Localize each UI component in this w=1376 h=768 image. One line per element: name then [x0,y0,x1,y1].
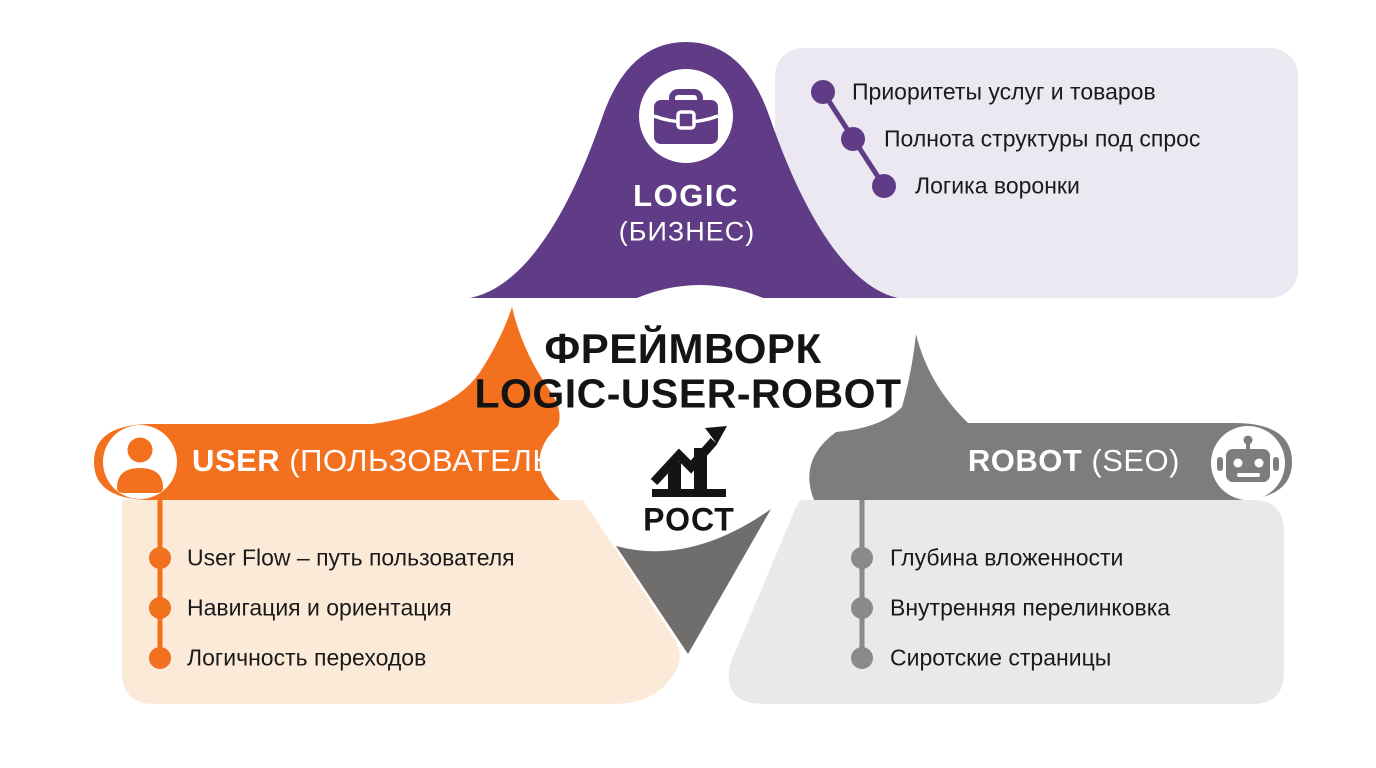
logic-label: LOGIC [633,178,739,213]
user-sublabel: (ПОЛЬЗОВАТЕЛЬ) [289,443,564,478]
bullet-dot [841,127,865,151]
framework-title-line2: LOGIC-USER-ROBOT [474,370,902,417]
robot-sublabel: (SEO) [1091,443,1180,478]
bullet-dot [851,547,873,569]
robot-band-shape [809,334,1292,500]
bullet-dot [149,647,171,669]
user-list-item: Навигация и ориентация [187,594,452,621]
bullet-dot [851,647,873,669]
user-list-item: Логичность переходов [187,644,427,671]
bullet-dot [851,597,873,619]
logic-panel [775,48,1298,298]
robot-list-item: Сиротские страницы [890,644,1112,671]
bullet-dot [811,80,835,104]
user-label: USER [192,443,281,478]
user-icon [103,425,177,499]
user-list-item: User Flow – путь пользователя [187,544,515,571]
logic-mountain-shape [470,42,898,298]
bullet-dot [872,174,896,198]
growth-chart-icon [650,426,727,497]
robot-list-item: Внутренняя перелинковка [890,594,1171,621]
growth-label: РОСТ [643,501,735,538]
logic-list-item: Полнота структуры под спрос [884,125,1201,152]
user-panel [122,500,680,704]
robot-list-item: Глубина вложенности [890,544,1124,571]
bullet-dot [149,547,171,569]
logic-list-item: Приоритеты услуг и товаров [852,78,1156,105]
briefcase-icon [639,69,733,163]
bullet-dot [149,597,171,619]
logic-sublabel: (БИЗНЕС) [618,216,756,247]
center-gray-wedge [616,509,771,654]
user-band-shape [94,307,560,500]
robot-band-label: ROBOT (SEO) [968,443,1180,479]
user-band-label: USER (ПОЛЬЗОВАТЕЛЬ) [192,443,564,479]
robot-label: ROBOT [967,443,1083,478]
robot-icon [1211,426,1285,500]
logic-list-item: Логика воронки [915,172,1080,199]
framework-title-line1: ФРЕЙМВОРК [544,325,822,372]
